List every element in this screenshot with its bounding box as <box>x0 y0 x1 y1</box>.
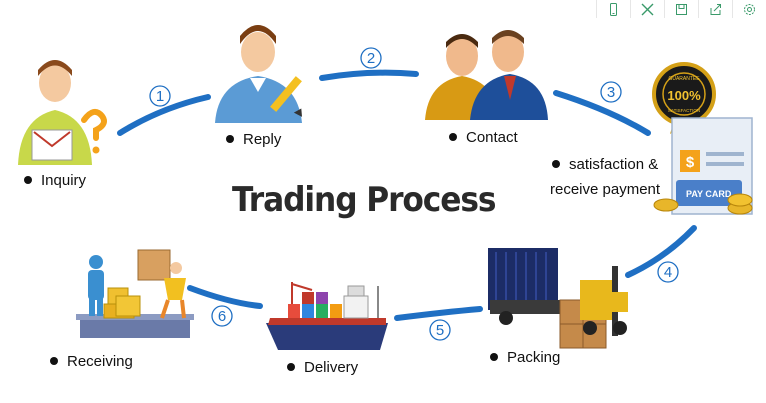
delivery-ship-icon <box>266 282 388 350</box>
phone-icon <box>610 2 617 16</box>
step-label-receiving: Receiving <box>50 353 133 370</box>
share-icon <box>710 3 721 15</box>
satisfaction-label-text: satisfaction & <box>569 156 659 173</box>
arrow-4 <box>625 225 697 278</box>
inquiry-person-icon <box>18 60 107 165</box>
packing-truck-icon <box>488 248 628 349</box>
receiving-label-text: Receiving <box>67 353 133 370</box>
step-number-5: 5 <box>429 319 451 341</box>
bullet-dot <box>24 176 32 185</box>
bullet-dot <box>449 133 457 142</box>
save-button[interactable] <box>664 0 698 18</box>
contact-label-text: Contact <box>466 129 518 146</box>
svg-text:4: 4 <box>664 264 672 281</box>
step-label-contact: Contact <box>449 129 518 146</box>
delivery-label-text: Delivery <box>304 359 359 376</box>
bullet-dot <box>50 357 58 366</box>
diagram-title: Trading Process <box>232 180 496 220</box>
svg-text:SATISFACTION: SATISFACTION <box>668 108 700 113</box>
step-label-packing: Packing <box>490 349 560 366</box>
reply-person-icon <box>215 25 303 123</box>
svg-text:PAY CARD: PAY CARD <box>686 189 732 199</box>
receiving-worker-icon <box>76 249 194 338</box>
arrow-2 <box>319 69 419 81</box>
process-arrows <box>117 69 697 321</box>
svg-text:GUARANTEE: GUARANTEE <box>668 76 700 82</box>
svg-text:1: 1 <box>156 88 164 105</box>
svg-text:5: 5 <box>436 322 444 339</box>
share-button[interactable] <box>698 0 732 18</box>
svg-text:$: $ <box>686 154 695 171</box>
bullet-dot <box>552 160 560 169</box>
arrow-3 <box>553 90 651 136</box>
step-label-inquiry: Inquiry <box>24 172 86 189</box>
svg-text:6: 6 <box>218 308 226 325</box>
step-number-2: 2 <box>360 47 382 69</box>
step-number-4: 4 <box>657 261 679 283</box>
step-number-6: 6 <box>211 305 233 327</box>
image-toolbar <box>596 0 766 22</box>
settings-icon <box>744 3 755 15</box>
bullet-dot <box>490 353 498 362</box>
step-number-3: 3 <box>600 81 622 103</box>
svg-text:3: 3 <box>607 84 615 101</box>
phone-button[interactable] <box>596 0 630 18</box>
svg-text:2: 2 <box>367 50 375 67</box>
payment-guarantee-icon: 100% GUARANTEE SATISFACTION $ PAY CARD <box>652 62 753 215</box>
receive-payment-label-text: receive payment <box>550 181 661 198</box>
arrow-1 <box>117 94 211 136</box>
step-label-satisfaction: satisfaction & <box>552 156 658 173</box>
save-icon <box>676 3 687 15</box>
contact-people-icon <box>425 30 548 120</box>
arrow-6 <box>187 285 263 309</box>
step-label-delivery: Delivery <box>287 359 358 376</box>
step-number-1: 1 <box>149 85 171 107</box>
bullet-dot <box>226 135 234 144</box>
step-label-reply: Reply <box>226 131 281 148</box>
settings-button[interactable] <box>732 0 766 18</box>
svg-text:100%: 100% <box>667 88 701 103</box>
fullscreen-button[interactable] <box>630 0 664 18</box>
step-label-receive-payment: receive payment <box>550 181 660 198</box>
reply-label-text: Reply <box>243 131 282 148</box>
bullet-dot <box>287 363 295 372</box>
close-x-icon <box>641 3 654 15</box>
inquiry-label-text: Inquiry <box>41 172 87 189</box>
arrow-5 <box>394 306 483 321</box>
packing-label-text: Packing <box>507 349 561 366</box>
